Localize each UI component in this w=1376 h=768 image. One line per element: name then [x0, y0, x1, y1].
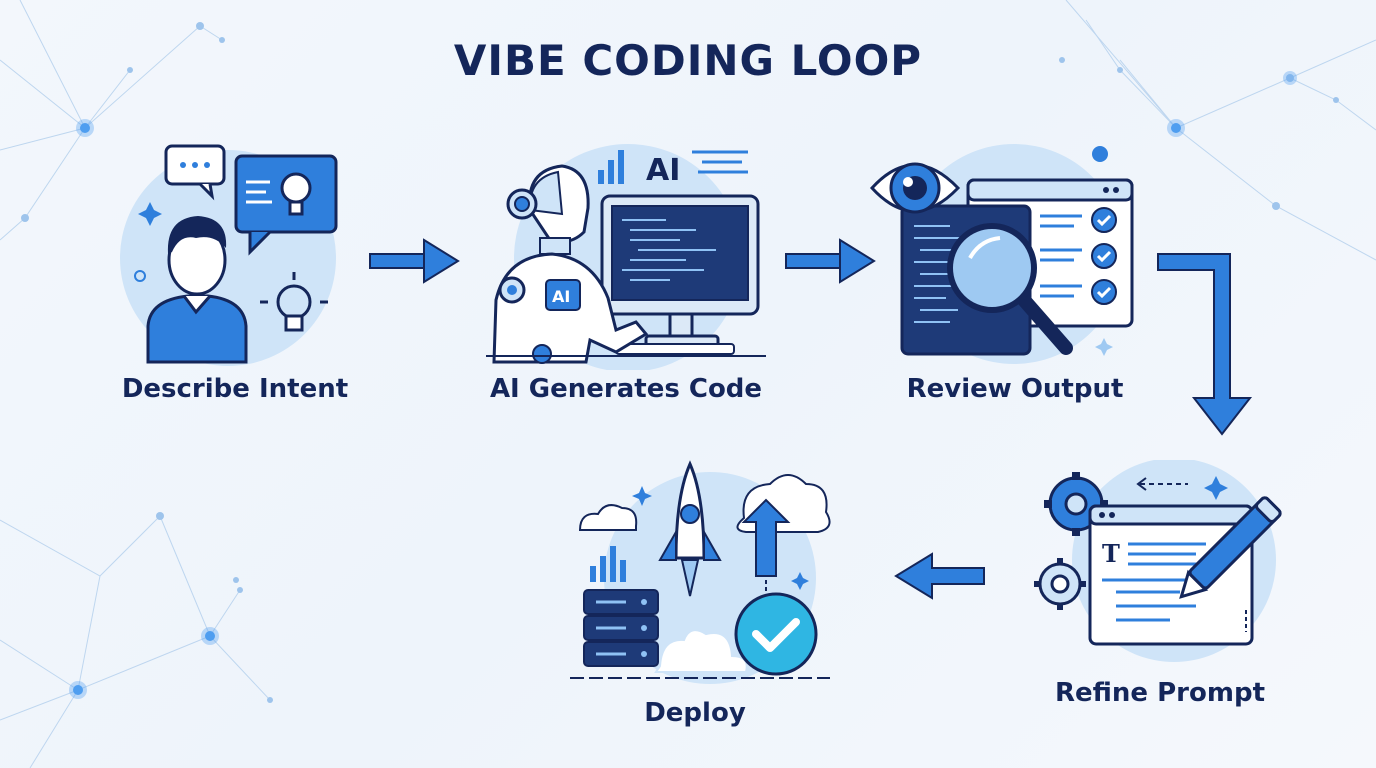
ai-chest-badge: AI — [552, 287, 570, 306]
step-label: Deploy — [644, 698, 746, 728]
step-deploy: Deploy — [560, 456, 850, 736]
document-pencil-gears-icon: T — [1034, 460, 1282, 662]
arrow-down — [1157, 253, 1253, 436]
text-glyph: T — [1102, 539, 1120, 568]
person-idea-icon — [120, 144, 338, 366]
check-circle-icon — [1091, 207, 1117, 305]
step-refine-prompt: T Refine Prompt — [1020, 460, 1300, 720]
step-ai-generates-code: AI AI AI Generates Code — [466, 130, 786, 420]
diagram-title: VIBE CODING LOOP — [453, 36, 923, 85]
server-icon — [583, 589, 659, 667]
step-review-output: Review Output — [870, 130, 1160, 420]
robot-coding-icon: AI AI — [486, 144, 766, 370]
check-circle-icon — [734, 592, 818, 676]
step-label: Describe Intent — [121, 374, 349, 404]
arrow-left — [894, 552, 985, 600]
rocket-server-check-icon — [570, 460, 831, 684]
step-label: Review Output — [906, 374, 1124, 404]
eye-magnifier-review-icon — [870, 144, 1134, 364]
arrow-right — [785, 238, 876, 284]
ai-monitor-badge: AI — [646, 153, 680, 188]
step-label: Refine Prompt — [1055, 678, 1265, 708]
step-label: AI Generates Code — [489, 374, 763, 404]
arrow-right — [369, 238, 460, 284]
step-describe-intent: Describe Intent — [110, 130, 370, 420]
